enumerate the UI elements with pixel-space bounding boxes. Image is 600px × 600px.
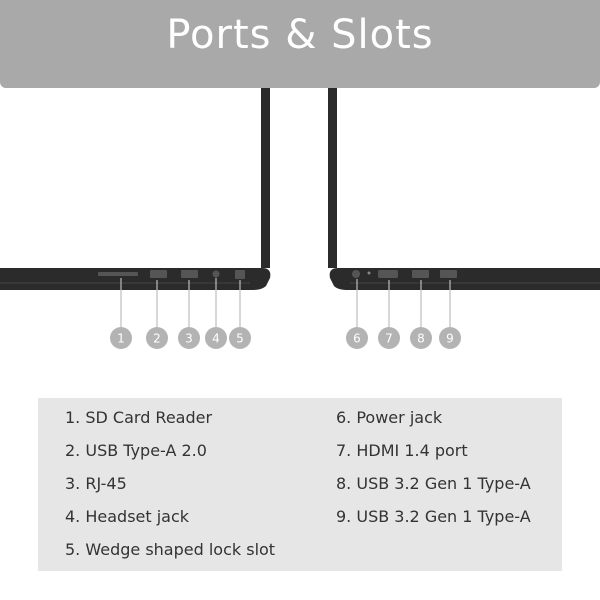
- header-band: [0, 0, 600, 88]
- sd-card-slot: [98, 272, 138, 276]
- left-laptop-lid: [261, 88, 270, 268]
- marker-1: 1: [110, 327, 132, 349]
- svg-text:2: 2: [153, 332, 161, 346]
- svg-text:6: 6: [353, 332, 361, 346]
- svg-text:1: 1: [117, 332, 125, 346]
- legend-panel: 1. SD Card Reader 2. USB Type-A 2.0 3. R…: [38, 398, 562, 571]
- usb-a-3-port-1: [412, 270, 429, 278]
- svg-text:3: 3: [185, 332, 193, 346]
- marker-8: 8: [410, 327, 432, 349]
- legend-item-usb-3-2-gen1-a-2: 9. USB 3.2 Gen 1 Type-A: [336, 507, 531, 526]
- svg-text:7: 7: [385, 332, 393, 346]
- legend-item-sd-card-reader: 1. SD Card Reader: [65, 408, 213, 427]
- right-laptop-base: [329, 268, 600, 290]
- marker-9: 9: [439, 327, 461, 349]
- left-laptop-base: [0, 268, 271, 290]
- legend-item-headset-jack: 4. Headset jack: [65, 507, 190, 526]
- rj45-port: [181, 270, 198, 278]
- svg-text:4: 4: [212, 332, 220, 346]
- marker-7: 7: [378, 327, 400, 349]
- legend-item-usb-3-2-gen1-a: 8. USB 3.2 Gen 1 Type-A: [336, 474, 531, 493]
- right-laptop-side-view: [328, 88, 600, 290]
- marker-5: 5: [229, 327, 251, 349]
- marker-4: 4: [205, 327, 227, 349]
- page-title: Ports & Slots: [166, 12, 434, 58]
- headset-jack: [212, 270, 220, 278]
- marker-6: 6: [346, 327, 368, 349]
- legend-item-usb-type-a-2: 2. USB Type-A 2.0: [65, 441, 207, 460]
- usb-a-3-port-2: [440, 270, 457, 278]
- svg-text:9: 9: [446, 332, 454, 346]
- usb-a-2-port: [150, 270, 167, 278]
- wedge-lock-slot: [235, 270, 245, 279]
- left-laptop-side-view: [0, 88, 271, 290]
- legend-item-power-jack: 6. Power jack: [336, 408, 443, 427]
- legend-item-hdmi-port: 7. HDMI 1.4 port: [336, 441, 468, 460]
- power-jack: [352, 270, 360, 278]
- marker-2: 2: [146, 327, 168, 349]
- legend-item-wedge-lock-slot: 5. Wedge shaped lock slot: [65, 540, 276, 559]
- svg-text:5: 5: [236, 332, 244, 346]
- marker-3: 3: [178, 327, 200, 349]
- power-led: [367, 271, 371, 275]
- legend-column-right: 6. Power jack 7. HDMI 1.4 port 8. USB 3.…: [336, 408, 531, 540]
- svg-text:8: 8: [417, 332, 425, 346]
- right-laptop-lid: [328, 88, 337, 268]
- ports-diagram: 1 2 3 4 5 6 7 8 9: [0, 88, 600, 349]
- legend-column-left: 1. SD Card Reader 2. USB Type-A 2.0 3. R…: [65, 408, 275, 573]
- hdmi-port: [378, 270, 398, 278]
- legend-item-rj45: 3. RJ-45: [65, 474, 127, 493]
